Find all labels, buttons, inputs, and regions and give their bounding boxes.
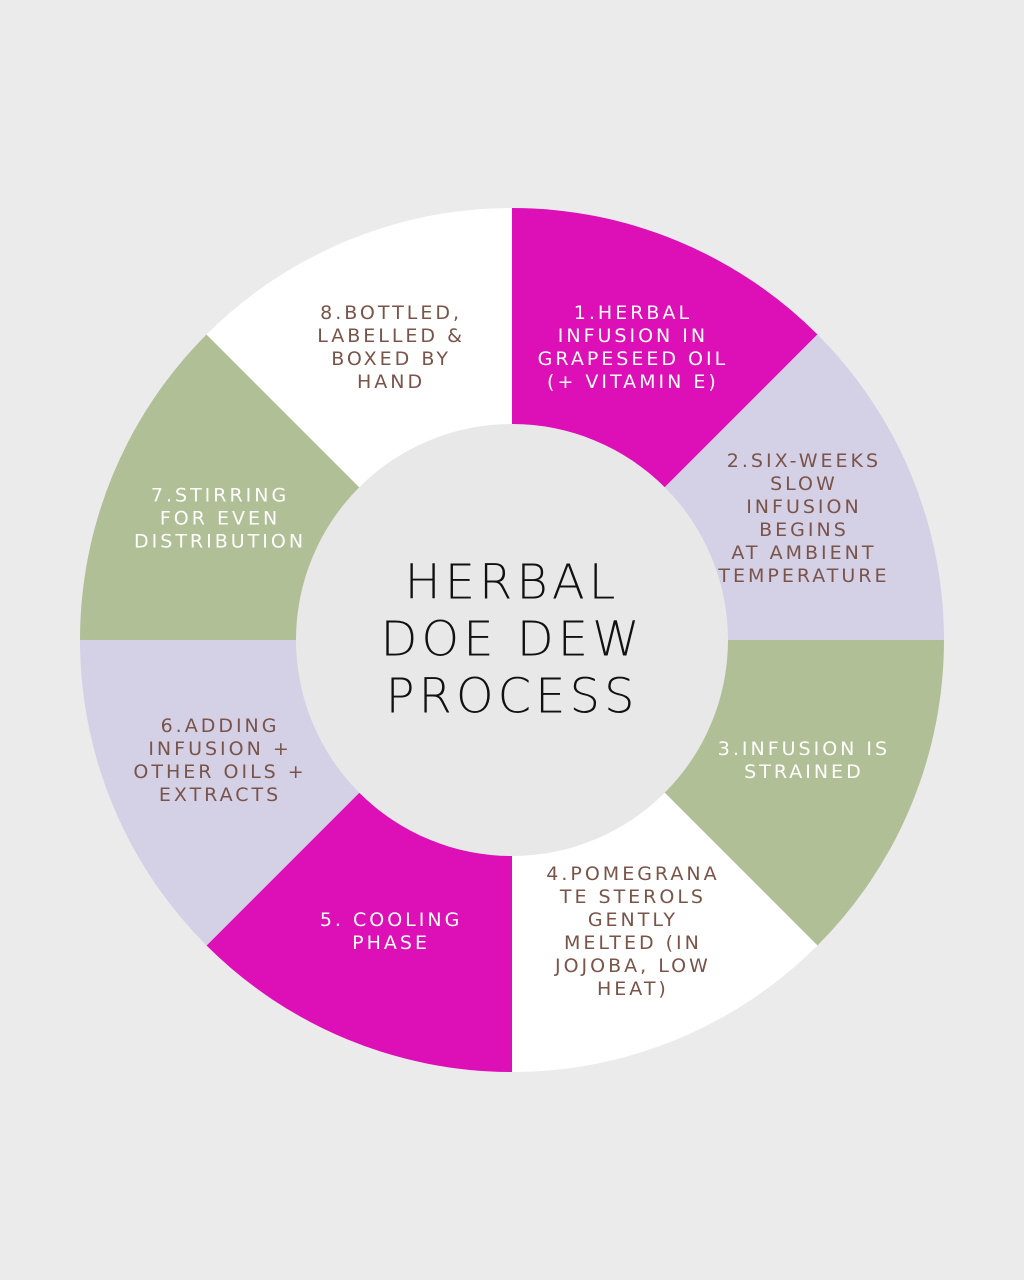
- step-label-6: 6.ADDING INFUSION + OTHER OILS + EXTRACT…: [133, 714, 307, 806]
- step-label-1: 1.HERBAL INFUSION IN GRAPESEED OIL (+ VI…: [537, 302, 729, 394]
- step-label-8: 8.BOTTLED, LABELLED & BOXED BY HAND: [317, 302, 465, 394]
- step-label-7: 7.STIRRING FOR EVEN DISTRIBUTION: [134, 484, 307, 553]
- step-label-3: 3.INFUSION IS STRAINED: [717, 737, 891, 783]
- step-label-5: 5. COOLING PHASE: [319, 908, 463, 954]
- center-disc: [296, 424, 728, 856]
- diagram-title: HERBAL DOE DEW PROCESS: [380, 554, 644, 725]
- step-label-4: 4.POMEGRANA TE STEROLS GENTLY MELTED (IN…: [546, 862, 720, 1000]
- step-label-2: 2.SIX-WEEKS SLOW INFUSION BEGINS AT AMBI…: [718, 450, 890, 588]
